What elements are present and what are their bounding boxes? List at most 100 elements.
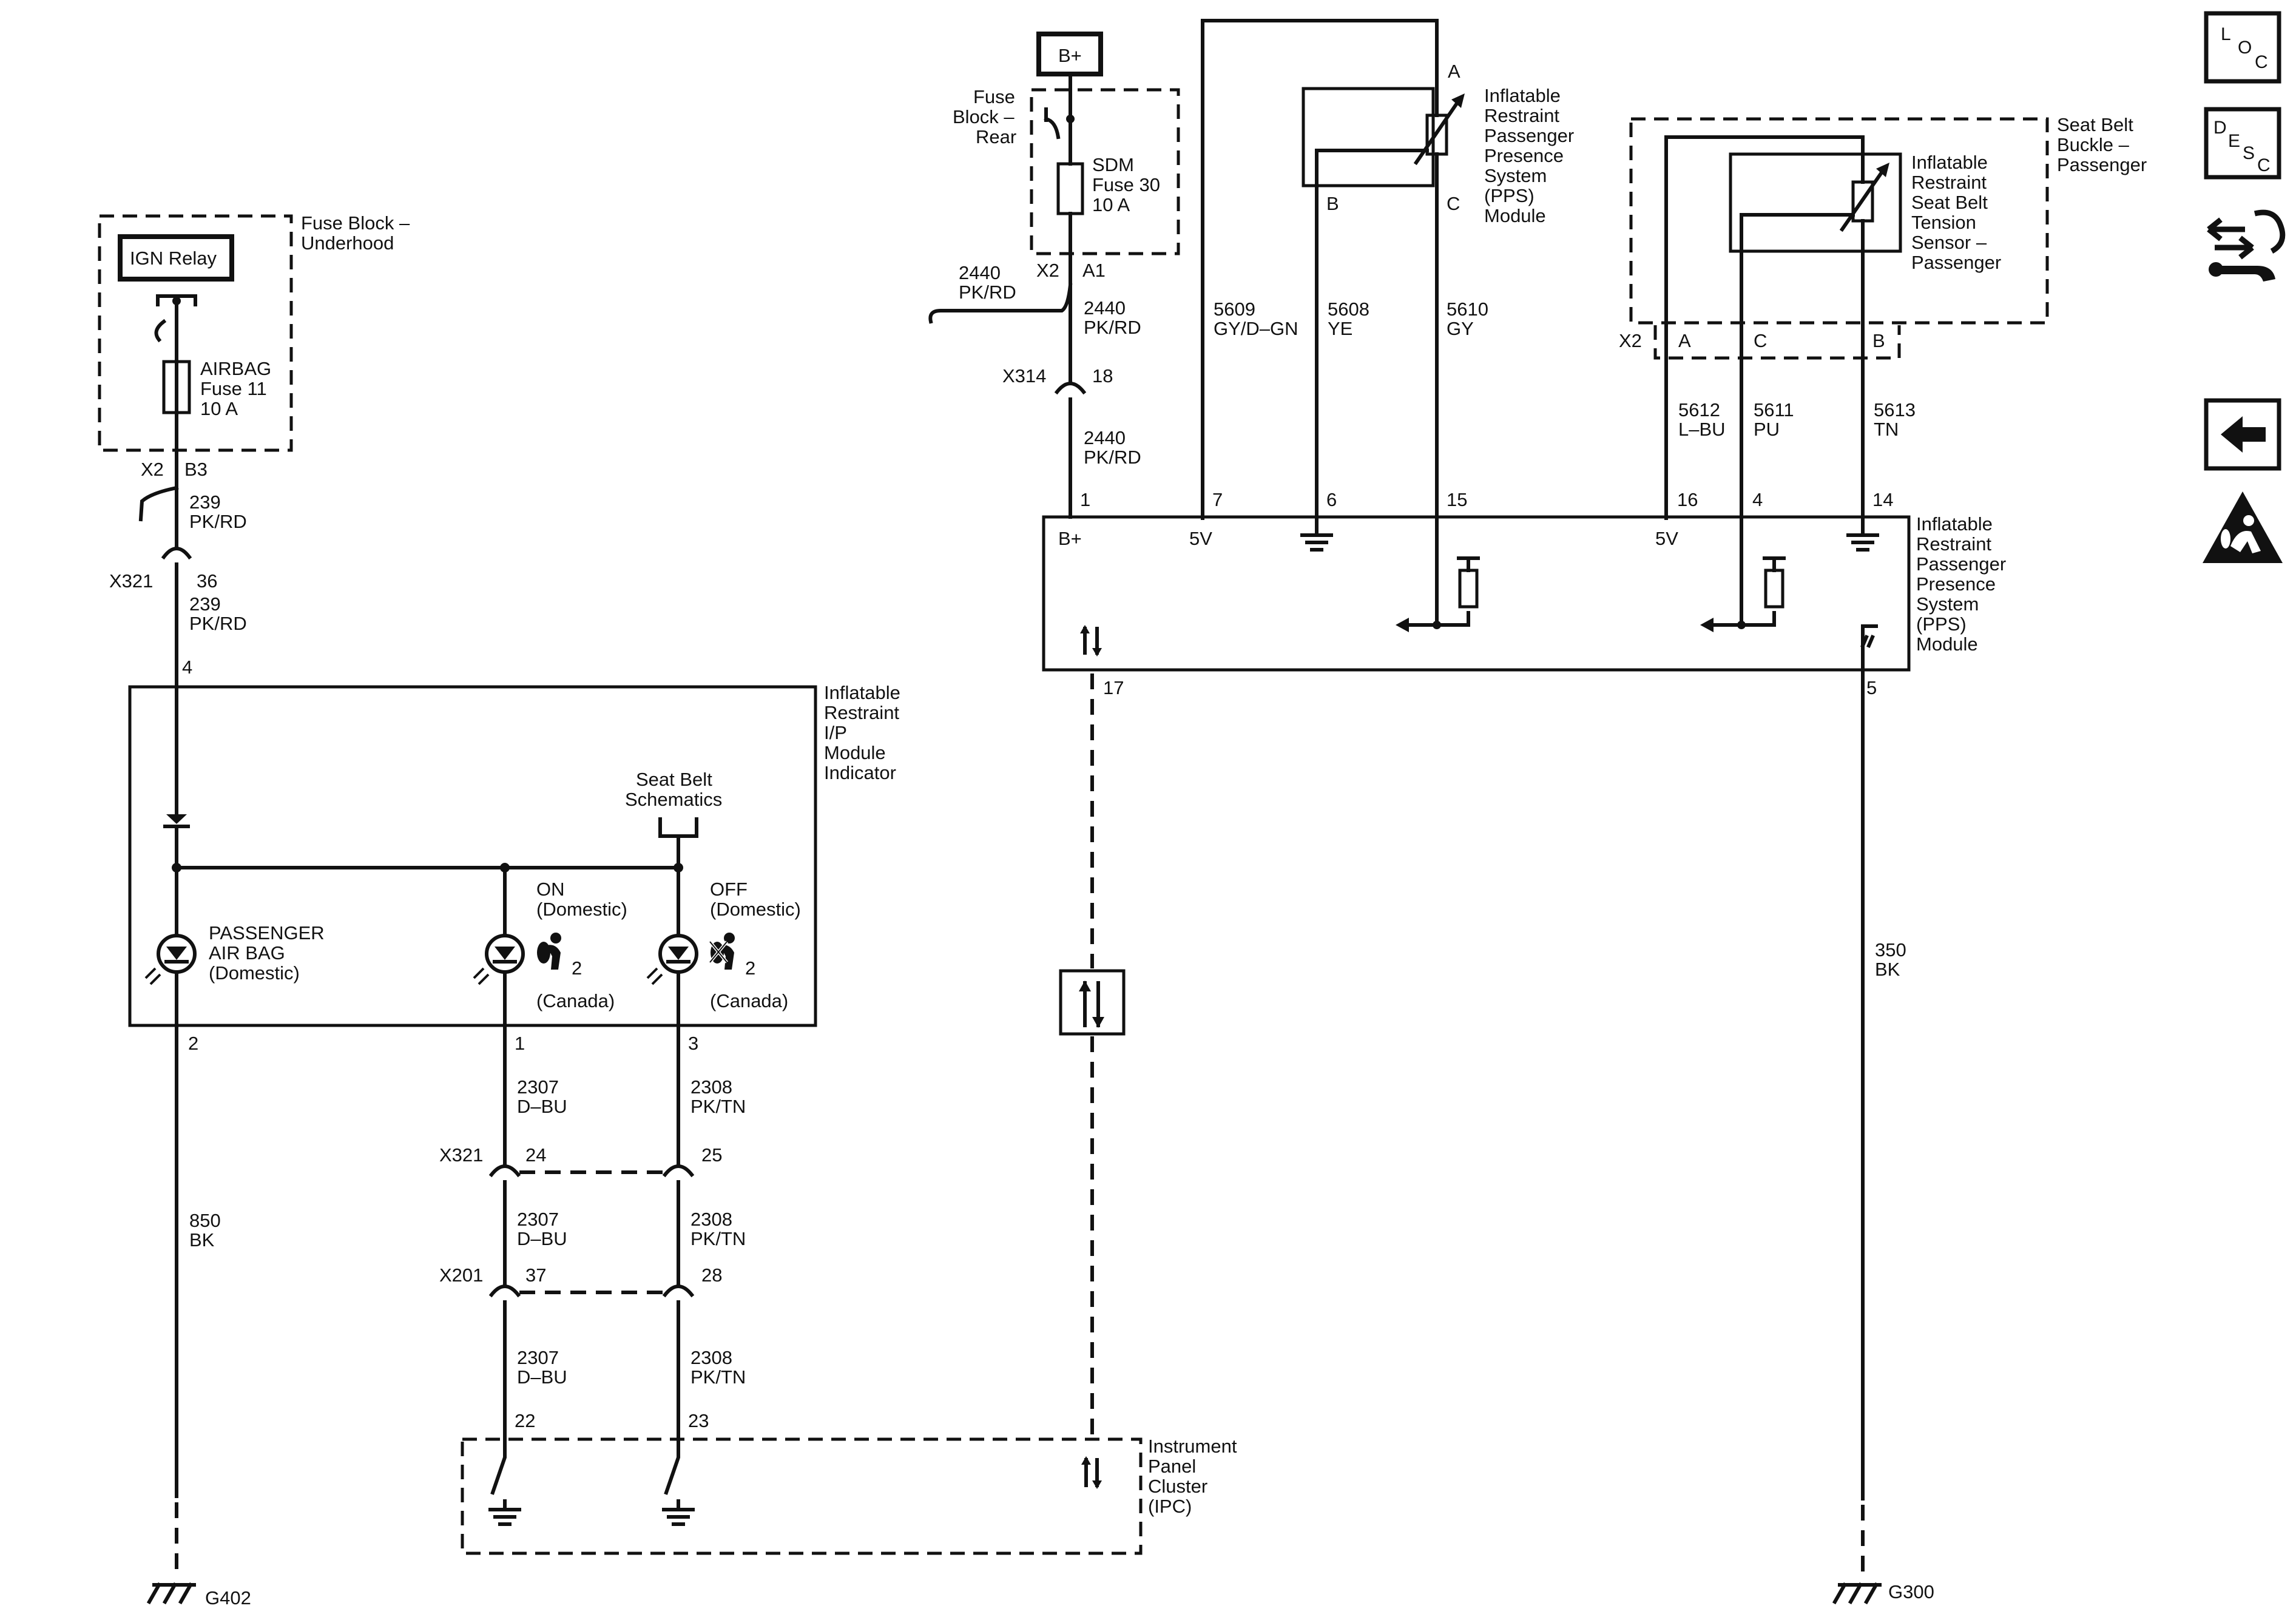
passenger-airbag-lamp-icon <box>144 934 197 985</box>
connector-x201-label: X201 <box>439 1264 483 1286</box>
fuse-block-underhood-title: Fuse Block – <box>301 212 410 234</box>
seat-belt-buckle-title: Seat Belt <box>2057 114 2133 135</box>
airbag-fuse-number: Fuse 11 <box>200 378 267 399</box>
circuit-5610-color: GY <box>1447 318 1474 339</box>
pin-b3-label: B3 <box>184 459 208 480</box>
description-button[interactable]: D E S C <box>2204 107 2281 180</box>
sdm-fuse-number: Fuse 30 <box>1092 174 1160 195</box>
connector-x321-label: X321 <box>109 570 153 592</box>
pps-sensor-title: Inflatable <box>1484 85 1561 106</box>
off-label-2: (Domestic) <box>710 899 801 920</box>
connector-x321-icon <box>161 547 192 560</box>
circuit-350-color: BK <box>1875 959 1900 980</box>
pin-23-label: 23 <box>688 1410 709 1431</box>
fuse-block-rear-title-2: Block – <box>953 106 1015 127</box>
on-lamp-icon <box>473 934 525 985</box>
buckle-pin-a: A <box>1678 330 1691 351</box>
on-canada-label: (Canada) <box>536 990 615 1011</box>
pps-sensor-title-3: Passenger <box>1484 125 1574 146</box>
airbag-on-icon-subscript: 2 <box>572 957 582 979</box>
buckle-pin-b: B <box>1872 330 1885 351</box>
seat-belt-buckle-title-3: Passenger <box>2057 154 2147 175</box>
circuit-850: 850 BK G402 <box>146 1024 251 1609</box>
loc-letter-l: L <box>2221 24 2231 44</box>
seat-belt-schematics-label-2: Schematics <box>625 789 722 810</box>
circuit-850-number: 850 <box>189 1210 221 1231</box>
pin-28-label: 28 <box>701 1264 722 1286</box>
pps-sensor-title-5: System <box>1484 165 1547 186</box>
seat-belt-schematics-link[interactable] <box>658 817 698 869</box>
circuit-2307-number-2: 2307 <box>517 1209 559 1230</box>
fuse-block-underhood-title-2: Underhood <box>301 232 394 254</box>
module-pin-5: 5 <box>1866 677 1877 698</box>
pps-module-title: Inflatable <box>1916 513 1993 535</box>
desc-letter-d: D <box>2213 118 2227 138</box>
pps-pin-a: A <box>1448 61 1460 82</box>
connector-x321-b-icon <box>488 1164 695 1178</box>
loc-letter-o: O <box>2238 38 2252 58</box>
ip-indicator-title: Inflatable <box>824 682 900 703</box>
circuit-2307-number: 2307 <box>517 1076 559 1098</box>
circuit-2307-color-2: D–BU <box>517 1228 567 1249</box>
module-bplus-label: B+ <box>1058 528 1082 549</box>
fuse-block-underhood: Fuse Block – Underhood IGN Relay AIRBAG … <box>98 212 410 480</box>
circuit-2308-color-3: PK/TN <box>690 1366 746 1388</box>
connector-repair-icon[interactable] <box>2207 209 2286 282</box>
serial-data-line <box>1059 673 1126 1439</box>
circuit-2440-color-c: PK/RD <box>1084 447 1141 468</box>
module-5v-label-a: 5V <box>1189 528 1212 549</box>
airbag-off-icon <box>709 933 735 970</box>
tension-sensor-title-6: Passenger <box>1911 252 2001 273</box>
passenger-airbag-label: PASSENGER <box>209 922 325 944</box>
tension-sensor-title-5: Sensor – <box>1911 232 1987 253</box>
circuit-239-number-2: 239 <box>189 593 221 615</box>
location-button[interactable]: L O C <box>2204 11 2281 84</box>
circuit-5609-number: 5609 <box>1214 299 1255 320</box>
fuse-block-rear-title: Fuse <box>973 86 1015 107</box>
sdm-fuse-label: SDM <box>1092 154 1134 175</box>
connector-x314-icon <box>1054 382 1087 395</box>
back-arrow-icon <box>2221 416 2266 453</box>
circuit-350-number: 350 <box>1875 939 1906 960</box>
pps-module-title-6: (PPS) <box>1916 613 1967 635</box>
ip-indicator-title-5: Indicator <box>824 762 896 783</box>
circuit-2308-color-2: PK/TN <box>690 1228 746 1249</box>
pin-37-label: 37 <box>525 1264 546 1286</box>
circuit-5613-number: 5613 <box>1874 399 1916 420</box>
circuit-2440-color-a: PK/RD <box>959 282 1016 303</box>
ip-module-indicator: 4 Inflatable Restraint I/P Module Indica… <box>128 657 900 1054</box>
module-pin-7: 7 <box>1212 489 1223 510</box>
airbag-on-icon <box>537 933 561 970</box>
fuse-block-rear-title-3: Rear <box>976 126 1016 147</box>
pps-sensor: Inflatable Restraint Passenger Presence … <box>1201 19 1574 520</box>
pin-1-label: 1 <box>515 1033 525 1054</box>
off-lamp-icon <box>646 934 698 985</box>
pin-22-label: 22 <box>515 1410 535 1431</box>
sdm-fuse-rating: 10 A <box>1092 194 1130 215</box>
rear-splice-icon <box>1044 107 1061 140</box>
airbag-off-icon-subscript: 2 <box>745 957 755 979</box>
circuit-2308-number: 2308 <box>690 1076 732 1098</box>
desc-letter-c: C <box>2257 155 2271 175</box>
on-label-2: (Domestic) <box>536 899 627 920</box>
back-arrow-button[interactable] <box>2204 398 2281 471</box>
tension-sensor-title-3: Seat Belt <box>1911 192 1988 213</box>
circuit-5610-number: 5610 <box>1447 299 1488 320</box>
circuit-5608-number: 5608 <box>1328 299 1369 320</box>
serial-data-icon <box>1059 969 1126 1036</box>
pin-36-label: 36 <box>197 570 217 592</box>
module-ground-14-icon <box>1846 516 1879 552</box>
module-pin-15: 15 <box>1447 489 1467 510</box>
circuit-239-number: 239 <box>189 491 221 513</box>
ip-indicator-title-3: I/P <box>824 722 847 743</box>
ipc-switch-1-icon <box>488 1437 521 1526</box>
pps-module-title-7: Module <box>1916 633 1978 655</box>
tension-sensor-title-2: Restraint <box>1911 172 1987 193</box>
circuit-2440-number-c: 2440 <box>1084 427 1126 448</box>
pps-pin-c: C <box>1447 193 1460 214</box>
pps-module-title-4: Presence <box>1916 573 1996 595</box>
ip-indicator-title-2: Restraint <box>824 702 899 723</box>
off-label: OFF <box>710 879 748 900</box>
pin-24-label: 24 <box>525 1144 546 1166</box>
